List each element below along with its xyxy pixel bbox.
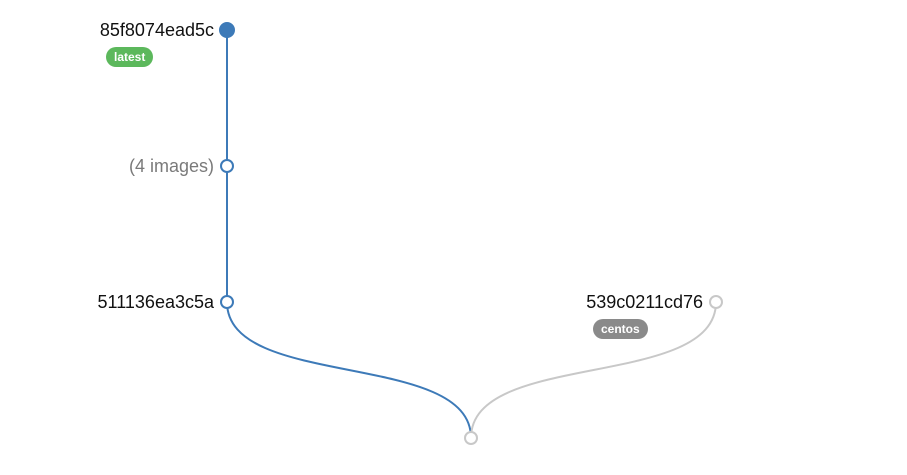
image-node-base[interactable] (220, 295, 234, 309)
image-node-collapsed-group[interactable] (220, 159, 234, 173)
node-label-head[interactable]: 85f8074ead5c (99, 20, 214, 40)
image-node-head[interactable] (219, 22, 235, 38)
node-label-centos[interactable]: 539c0211cd76 (586, 292, 703, 312)
node-label-collapsed[interactable]: (4 images) (128, 156, 214, 176)
image-node-root[interactable] (464, 431, 478, 445)
tag-badge-latest[interactable]: latest (106, 47, 154, 67)
edge-centos-to-root (470, 301, 717, 439)
image-node-centos[interactable] (709, 295, 723, 309)
edge-base-to-root (226, 301, 472, 439)
tag-badge-centos[interactable]: centos (593, 319, 648, 339)
node-label-base[interactable]: 511136ea3c5a (97, 292, 214, 312)
